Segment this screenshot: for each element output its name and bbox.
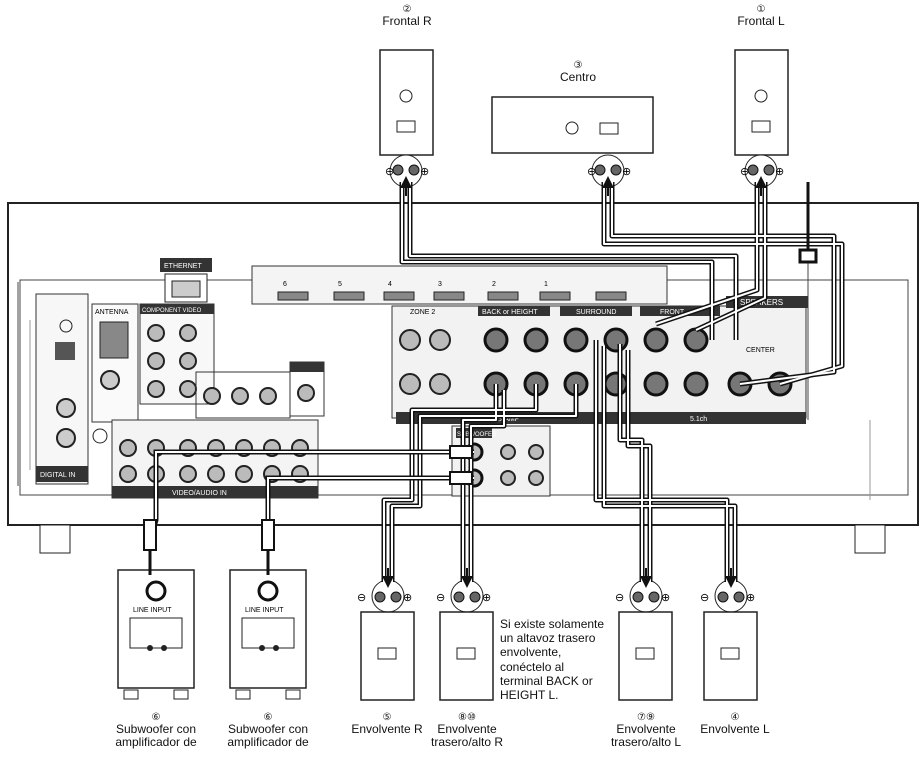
label-surround-r: ⑤ Envolvente R — [351, 712, 423, 736]
svg-text:⊖: ⊖ — [700, 592, 709, 604]
speaker-center: ⊖ ⊕ — [491, 96, 654, 188]
svg-text:SUBWOOFER: SUBWOOFER — [457, 432, 497, 438]
hdmi-input-2: 5 — [338, 281, 342, 288]
svg-text:ETHERNET: ETHERNET — [164, 263, 202, 270]
ethernet-port: ETHERNET — [160, 258, 212, 303]
label-center: ③ Centro — [559, 60, 597, 84]
label-subwoofer-2: ⑥ Subwoofer con amplificador de — [227, 712, 309, 749]
label-back-l: ⑦⑨ Envolvente trasero/alto L — [610, 712, 682, 749]
speaker-surround-r: ⊖ ⊕ — [357, 579, 415, 701]
subwoofer-2: LINE INPUT — [229, 569, 307, 700]
terminal-arrows — [382, 176, 767, 588]
svg-text:COMPONENT VIDEO: COMPONENT VIDEO — [142, 308, 202, 314]
label-front-r: ② Frontal R — [382, 4, 432, 28]
svg-text:DIGITAL IN: DIGITAL IN — [40, 472, 75, 479]
svg-text:⊕: ⊕ — [622, 166, 631, 178]
svg-text:ANTENNA: ANTENNA — [95, 309, 129, 316]
hdmi-input-4: 3 — [438, 281, 442, 288]
svg-text:FRONT: FRONT — [660, 309, 685, 316]
speaker-back-r: ⊖ ⊕ — [436, 579, 494, 701]
svg-text:⊕: ⊕ — [403, 592, 412, 604]
speaker-surround-l: ⊖ ⊕ — [700, 579, 758, 701]
svg-text:⊕: ⊕ — [482, 592, 491, 604]
svg-text:5.1ch: 5.1ch — [690, 416, 707, 423]
svg-text:LINE INPUT: LINE INPUT — [133, 607, 172, 614]
digital-in-block: DIGITAL IN — [35, 293, 89, 485]
label-subwoofer-1: ⑥ Subwoofer con amplificador de — [115, 712, 197, 749]
label-front-l: ① Frontal L — [737, 4, 785, 28]
svg-text:LINE INPUT: LINE INPUT — [245, 607, 284, 614]
svg-text:⊖: ⊖ — [436, 592, 445, 604]
subwoofer-pre-out-block: SUBWOOFER — [451, 425, 551, 497]
hdmi-input-1: 6 — [283, 281, 287, 288]
svg-text:VIDEO/AUDIO IN: VIDEO/AUDIO IN — [172, 490, 227, 497]
speaker-front-r: ⊖ ⊕ — [379, 49, 434, 188]
svg-text:BACK or HEIGHT: BACK or HEIGHT — [482, 309, 538, 316]
svg-text:⊖: ⊖ — [740, 166, 749, 178]
label-back-r: ⑧⑩ Envolvente trasero/alto R — [430, 712, 504, 749]
speaker-back-l: ⊖ ⊕ — [615, 579, 673, 701]
hdmi-input-5: 2 — [492, 281, 496, 288]
svg-text:CENTER: CENTER — [746, 347, 775, 354]
speaker-terminal-panel: 7.1ch or B-AMP 5.1ch ZONE 2 BACK or HEIG… — [391, 296, 808, 424]
speaker-front-l: ⊖ ⊕ — [734, 49, 789, 188]
label-surround-l: ④ Envolvente L — [700, 712, 770, 736]
svg-text:SURROUND: SURROUND — [576, 309, 616, 316]
svg-text:⊕: ⊕ — [775, 166, 784, 178]
svg-text:⊖: ⊖ — [587, 166, 596, 178]
svg-text:⊖: ⊖ — [357, 592, 366, 604]
antenna-block: ANTENNA — [91, 303, 139, 444]
svg-text:⊖: ⊖ — [385, 166, 394, 178]
svg-text:⊕: ⊕ — [746, 592, 755, 604]
speaker-cables — [381, 182, 845, 582]
svg-text:SPEAKERS: SPEAKERS — [740, 298, 783, 307]
subwoofer-1: LINE INPUT — [117, 569, 195, 700]
component-video-block: COMPONENT VIDEO — [139, 303, 215, 405]
svg-text:⊖: ⊖ — [615, 592, 624, 604]
svg-text:⊕: ⊕ — [420, 166, 429, 178]
subwoofer-cables — [143, 445, 474, 575]
single-back-speaker-note: Si existe solamente un altavoz trasero e… — [500, 617, 605, 703]
svg-text:⊕: ⊕ — [661, 592, 670, 604]
hdmi-input-6: 1 — [544, 281, 548, 288]
power-cable — [798, 182, 818, 264]
svg-text:ZONE 2: ZONE 2 — [410, 309, 435, 316]
hdmi-row: 6 5 4 3 2 1 — [251, 265, 668, 305]
hdmi-input-3: 4 — [388, 281, 392, 288]
